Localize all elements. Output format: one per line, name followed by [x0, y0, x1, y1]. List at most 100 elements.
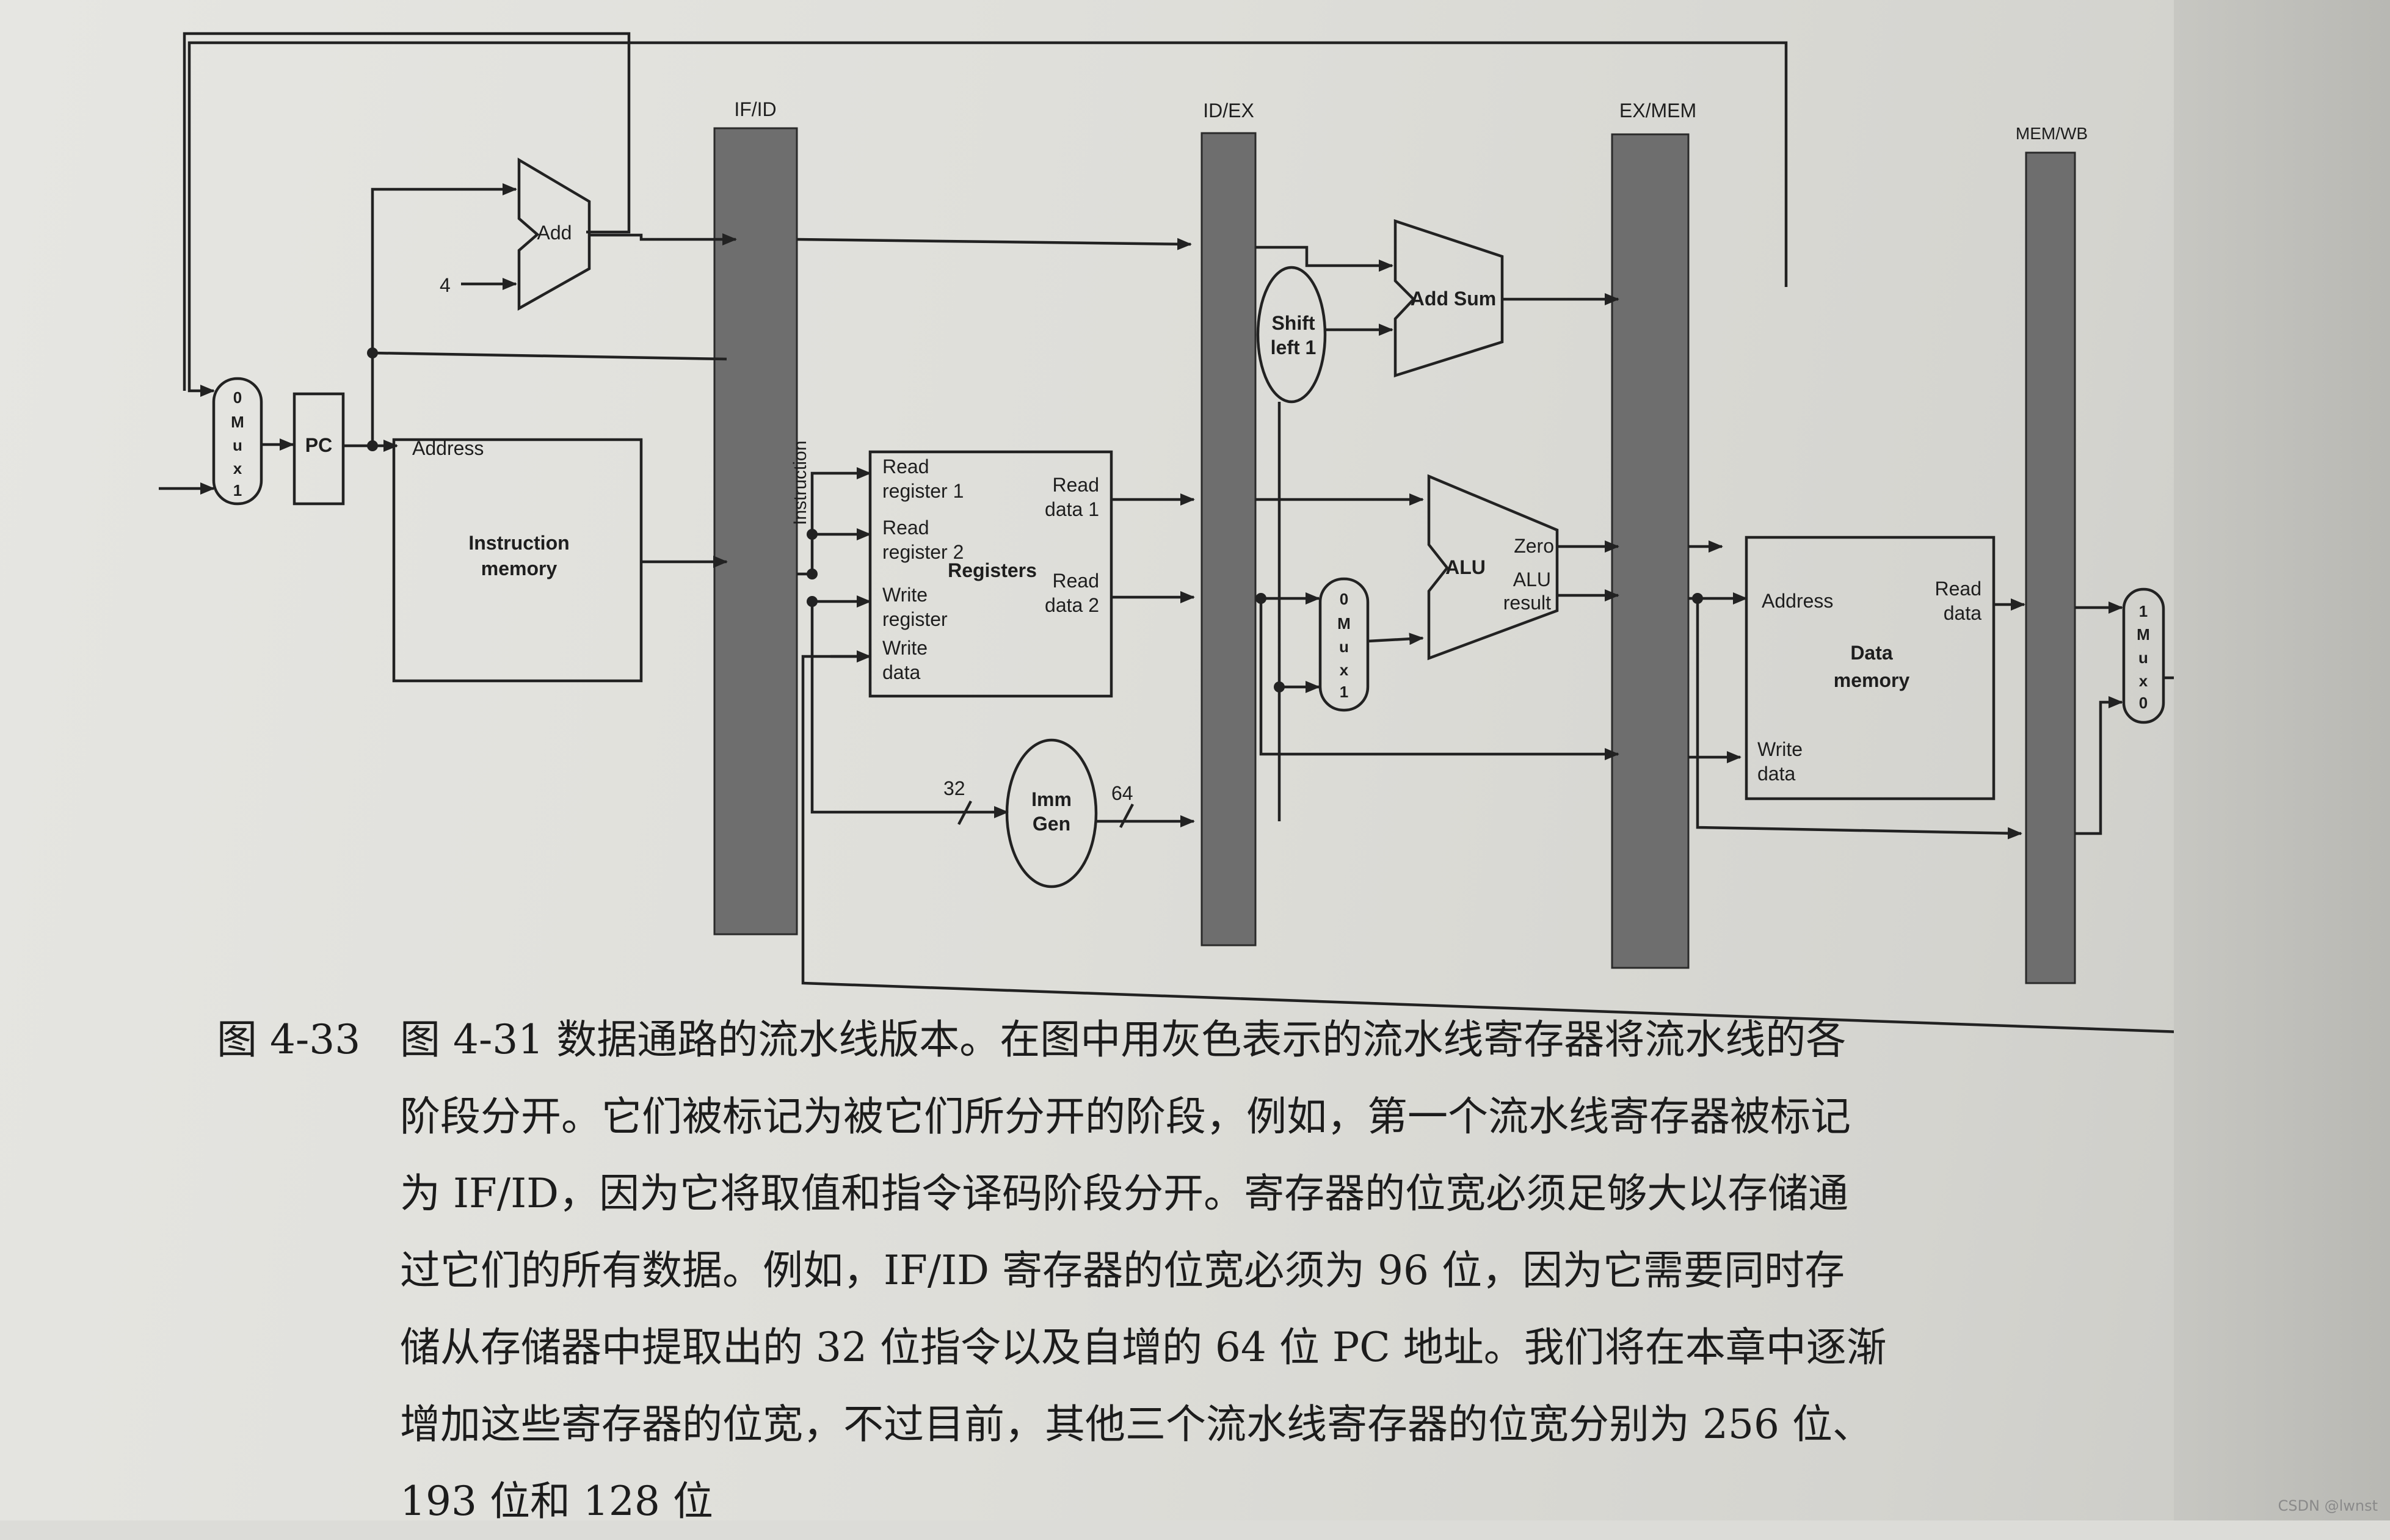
svg-text:u: u: [1339, 637, 1349, 656]
svg-text:memory: memory: [481, 558, 558, 579]
svg-text:Write: Write: [1757, 738, 1803, 760]
pc-to-ifid-wire: [372, 351, 727, 361]
shift-left-1: Shift left 1: [1256, 266, 1327, 404]
add-feedback-wire: [183, 32, 631, 391]
imm-gen: Imm Gen: [1005, 738, 1098, 888]
pipelined-datapath-diagram: IF/ID ID/EX EX/MEM MEM/WB Instruction 0 …: [159, 32, 2182, 1034]
svg-text:data: data: [882, 661, 920, 683]
instruction-bus-label: Instruction: [790, 441, 810, 525]
pipeline-register-id-ex: ID/EX: [1200, 100, 1257, 946]
svg-text:register 2: register 2: [882, 541, 964, 563]
svg-text:0: 0: [2139, 694, 2148, 712]
alu-label: ALU: [1445, 556, 1486, 578]
add-to-ifid-wire: [589, 233, 737, 245]
svg-text:Data: Data: [1850, 642, 1893, 664]
svg-text:data: data: [1944, 602, 1981, 624]
svg-text:Write: Write: [882, 584, 928, 606]
svg-text:Write: Write: [882, 637, 928, 659]
pc-ifid-to-idex-wire: [796, 238, 1192, 250]
imem-address-label: Address: [412, 437, 484, 459]
branch-target-feedback-wire: [187, 41, 1788, 397]
pc-label: PC: [305, 434, 332, 456]
svg-text:M: M: [2137, 625, 2150, 644]
svg-text:0: 0: [233, 388, 242, 407]
svg-text:data 1: data 1: [1045, 498, 1099, 520]
svg-text:Gen: Gen: [1033, 813, 1070, 835]
alu-zero-label: Zero: [1514, 535, 1554, 557]
pipeline-register-if-id: IF/ID: [713, 98, 798, 935]
pc-mux: 0 M u x 1: [212, 377, 263, 506]
svg-text:data 2: data 2: [1045, 594, 1099, 616]
svg-text:1: 1: [2139, 602, 2148, 620]
svg-text:result: result: [1503, 592, 1551, 614]
svg-text:x: x: [1340, 661, 1349, 679]
svg-text:data: data: [1757, 763, 1795, 785]
pc-to-addsum-wire: [1255, 245, 1393, 272]
caption-line: 增加这些寄存器的位宽，不过目前，其他三个流水线寄存器的位宽分别为 256 位、: [400, 1401, 1873, 1448]
mem-wb-label: MEM/WB: [2016, 124, 2088, 143]
pc-adder: Add: [517, 158, 591, 311]
svg-text:1: 1: [1340, 683, 1348, 701]
regdata2-to-exmem-wire: [1259, 598, 1619, 760]
data-memory: Address Read data Data memory Write data: [1745, 536, 1996, 801]
aluresult-to-memwb-wire: [1696, 598, 2022, 840]
ex-mem-label: EX/MEM: [1619, 100, 1696, 122]
instr-to-immgen-wire: [810, 601, 1009, 818]
svg-text:M: M: [1337, 614, 1351, 633]
mux-to-alu-wire: [1367, 633, 1424, 645]
constant-four: 4: [440, 274, 451, 296]
watermark: CSDN @lwnst: [2278, 1497, 2378, 1514]
svg-text:Shift: Shift: [1271, 312, 1315, 334]
instruction-memory: Address Instruction memory: [392, 437, 643, 683]
svg-text:memory: memory: [1834, 669, 1910, 691]
writeback-mux: 1 M u x 0: [2122, 587, 2165, 724]
caption-body: 图 4-31 数据通路的流水线版本。在图中用灰色表示的流水线寄存器将流水线的各 …: [400, 1001, 2171, 1540]
pc-register: PC: [292, 392, 345, 506]
svg-text:ALU: ALU: [1513, 568, 1551, 590]
svg-text:Imm: Imm: [1031, 788, 1072, 810]
caption-line: 阶段分开。它们被标记为被它们所分开的阶段，例如，第一个流水线寄存器被标记: [400, 1093, 1851, 1140]
alu: ALU Zero ALU result: [1427, 474, 1559, 661]
svg-text:u: u: [233, 436, 242, 454]
pipeline-register-mem-wb: MEM/WB: [2016, 124, 2088, 984]
caption-line: 图 4-31 数据通路的流水线版本。在图中用灰色表示的流水线寄存器将流水线的各: [400, 1016, 1847, 1063]
svg-text:Read: Read: [882, 456, 929, 478]
bus-width-64: 64: [1111, 782, 1133, 804]
svg-text:0: 0: [1340, 590, 1348, 608]
svg-text:Read: Read: [1935, 578, 1982, 600]
pipeline-register-ex-mem: EX/MEM: [1611, 100, 1696, 969]
caption-line: 193 位和 128 位: [400, 1478, 713, 1525]
svg-text:x: x: [2139, 672, 2148, 690]
writeback-wire: [801, 655, 2182, 1034]
svg-text:M: M: [231, 413, 244, 431]
svg-text:1: 1: [233, 481, 242, 499]
dmem-address-label: Address: [1762, 590, 1833, 612]
caption-line: 为 IF/ID，因为它将取值和指令译码阶段分开。寄存器的位宽必须足够大以存储通: [400, 1170, 1849, 1217]
svg-text:x: x: [233, 459, 242, 478]
id-ex-label: ID/EX: [1203, 100, 1254, 122]
figure-number: 图 4-33: [217, 1016, 361, 1063]
svg-text:left 1: left 1: [1271, 336, 1317, 358]
alu-src-mux: 0 M u x 1: [1318, 577, 1370, 712]
svg-text:Read: Read: [1053, 570, 1100, 592]
svg-text:Read: Read: [882, 517, 929, 539]
add-sum-label: Add Sum: [1411, 288, 1496, 310]
rs1-wire: [797, 467, 871, 576]
if-id-label: IF/ID: [734, 98, 776, 120]
caption-line: 过它们的所有数据。例如，IF/ID 寄存器的位宽必须为 96 位，因为它需要同时…: [400, 1247, 1845, 1294]
svg-text:register 1: register 1: [882, 480, 964, 502]
register-file: Read register 1 Read register 2 Write re…: [868, 450, 1113, 698]
svg-text:Read: Read: [1053, 474, 1100, 496]
registers-label: Registers: [948, 559, 1037, 581]
caption-line: 储从存储器中提取出的 32 位指令以及自增的 64 位 PC 地址。我们将在本章…: [400, 1324, 1887, 1371]
svg-text:register: register: [882, 608, 948, 630]
branch-adder: Add Sum: [1393, 219, 1504, 378]
svg-text:u: u: [2138, 648, 2148, 667]
pc-to-add-wire: [371, 183, 517, 446]
memwb-aluresult-to-mux: [2075, 696, 2123, 835]
bus-width-32: 32: [943, 777, 965, 799]
add-label: Add: [537, 222, 572, 244]
svg-text:Instruction: Instruction: [468, 532, 569, 554]
adjacent-page-edge: [2174, 0, 2390, 1520]
